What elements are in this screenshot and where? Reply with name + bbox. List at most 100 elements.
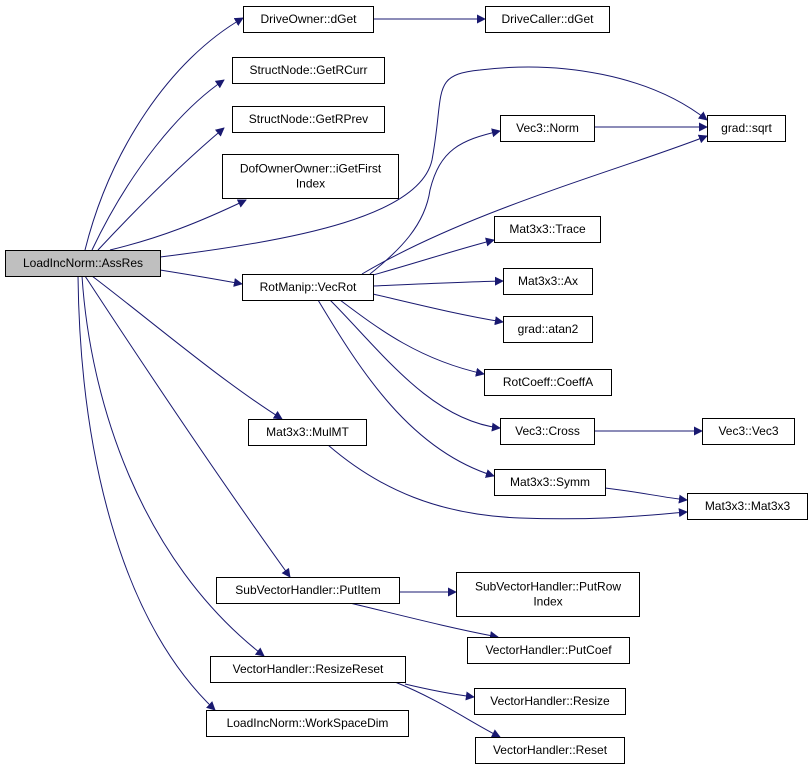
edge-assres-to-grad_sqrt — [159, 66, 708, 258]
node-box — [707, 115, 786, 142]
node-label: Mat3x3::Ax — [518, 274, 578, 288]
node-label: DofOwnerOwner::iGetFirst — [240, 162, 382, 176]
edge-vecrot-to-trace — [372, 237, 495, 276]
node-resizereset[interactable]: VectorHandler::ResizeReset — [210, 656, 406, 683]
node-box — [467, 637, 630, 664]
node-ax[interactable]: Mat3x3::Ax — [503, 268, 593, 295]
node-box — [494, 469, 606, 496]
edge-assres-to-igetfirstindex — [109, 199, 247, 251]
edge-vecrot-to-coeffa — [339, 299, 485, 377]
node-box — [232, 106, 385, 133]
node-mat3x3[interactable]: Mat3x3::Mat3x3 — [687, 493, 808, 520]
node-atan2[interactable]: grad::atan2 — [503, 316, 593, 343]
node-label: grad::sqrt — [721, 121, 772, 135]
edge-vecrot-to-symm — [317, 299, 495, 478]
nodes: LoadIncNorm::AssRes DriveOwner::dGet Drive… — [5, 6, 808, 764]
node-label: DriveOwner::dGet — [260, 12, 357, 26]
node-label: Mat3x3::MulMT — [266, 425, 349, 439]
node-vec3_norm[interactable]: Vec3::Norm — [500, 115, 595, 142]
node-label: RotCoeff::CoeffA — [503, 375, 593, 389]
edge-mulmt-to-mat3x3 — [327, 444, 688, 520]
edge-vecrot-to-ax — [372, 276, 504, 287]
node-getrcurr[interactable]: StructNode::GetRCurr — [232, 57, 385, 84]
node-label: VectorHandler::Resize — [490, 694, 610, 708]
node-box — [243, 6, 374, 33]
node-label: SubVectorHandler::PutItem — [235, 583, 380, 597]
node-label: Mat3x3::Symm — [510, 475, 590, 489]
node-workspacedim[interactable]: LoadIncNorm::WorkSpaceDim — [206, 710, 409, 737]
node-putitem[interactable]: SubVectorHandler::PutItem — [216, 577, 400, 604]
edge-vecrot-to-cross — [329, 299, 501, 432]
node-label: Index — [296, 177, 325, 191]
node-box — [494, 216, 601, 243]
node-symm[interactable]: Mat3x3::Symm — [494, 469, 606, 496]
node-label: grad::atan2 — [518, 322, 579, 336]
edge-assres-to-vecrot — [159, 269, 243, 287]
edge-vecrot-to-atan2 — [372, 293, 504, 326]
node-box — [503, 268, 593, 295]
node-putcoef[interactable]: VectorHandler::PutCoef — [467, 637, 630, 664]
node-vecrot[interactable]: RotManip::VecRot — [242, 274, 374, 301]
node-cross[interactable]: Vec3::Cross — [500, 418, 595, 445]
node-box — [232, 57, 385, 84]
node-box — [503, 316, 593, 343]
node-box — [500, 418, 595, 445]
node-label: Mat3x3::Trace — [509, 222, 586, 236]
edge-putitem-to-putcoef — [349, 602, 499, 640]
node-reset[interactable]: VectorHandler::Reset — [475, 737, 625, 764]
node-box — [248, 419, 367, 446]
node-label: Mat3x3::Mat3x3 — [705, 499, 791, 513]
node-driveowner_dget[interactable]: DriveOwner::dGet — [243, 6, 374, 33]
node-box — [500, 115, 595, 142]
edge-symm-to-mat3x3 — [604, 487, 688, 504]
node-label: VectorHandler::ResizeReset — [233, 662, 384, 676]
node-label: LoadIncNorm::WorkSpaceDim — [227, 716, 389, 730]
edge-vecrot-to-grad_sqrt — [361, 134, 708, 275]
node-label: DriveCaller::dGet — [501, 12, 594, 26]
node-box — [5, 250, 161, 277]
node-box — [222, 154, 399, 199]
node-label: VectorHandler::Reset — [493, 743, 608, 757]
node-box — [206, 710, 409, 737]
node-label: Index — [533, 595, 562, 609]
node-coeffa[interactable]: RotCoeff::CoeffA — [484, 369, 612, 396]
node-label: VectorHandler::PutCoef — [485, 643, 612, 657]
node-resize[interactable]: VectorHandler::Resize — [474, 688, 626, 715]
node-drivecaller_dget[interactable]: DriveCaller::dGet — [485, 6, 610, 33]
node-box — [474, 688, 626, 715]
node-label: SubVectorHandler::PutRow — [475, 580, 621, 594]
node-box — [687, 493, 808, 520]
edge-resizereset-to-resize — [404, 683, 475, 701]
node-box — [456, 572, 640, 617]
edge-assres-to-getrprev — [97, 127, 225, 251]
node-vec3_vec3[interactable]: Vec3::Vec3 — [702, 418, 795, 445]
node-mulmt[interactable]: Mat3x3::MulMT — [248, 419, 367, 446]
node-label: StructNode::GetRPrev — [249, 112, 368, 126]
node-box — [702, 418, 795, 445]
node-box — [242, 274, 374, 301]
node-box — [475, 737, 625, 764]
node-label: Vec3::Vec3 — [718, 424, 778, 438]
edge-assres-to-resizereset — [81, 275, 265, 657]
edge-resizereset-to-reset — [394, 681, 501, 738]
edge-assres-to-getrcurr — [91, 79, 225, 251]
node-trace[interactable]: Mat3x3::Trace — [494, 216, 601, 243]
node-label: Vec3::Cross — [515, 424, 580, 438]
node-label: Vec3::Norm — [516, 121, 579, 135]
node-label: LoadIncNorm::AssRes — [23, 256, 143, 270]
node-assres[interactable]: LoadIncNorm::AssRes — [5, 250, 161, 277]
edge-assres-to-mulmt — [91, 275, 283, 420]
node-box — [485, 6, 610, 33]
node-box — [210, 656, 406, 683]
node-box — [216, 577, 400, 604]
edge-assres-to-putitem — [84, 275, 291, 578]
node-grad_sqrt[interactable]: grad::sqrt — [707, 115, 786, 142]
edge-vecrot-to-vec3_norm — [369, 128, 501, 275]
edge-assres-to-workspacedim — [77, 275, 216, 711]
node-getrprev[interactable]: StructNode::GetRPrev — [232, 106, 385, 133]
edge-assres-to-driveowner_dget — [84, 17, 244, 251]
node-label: StructNode::GetRCurr — [249, 63, 367, 77]
